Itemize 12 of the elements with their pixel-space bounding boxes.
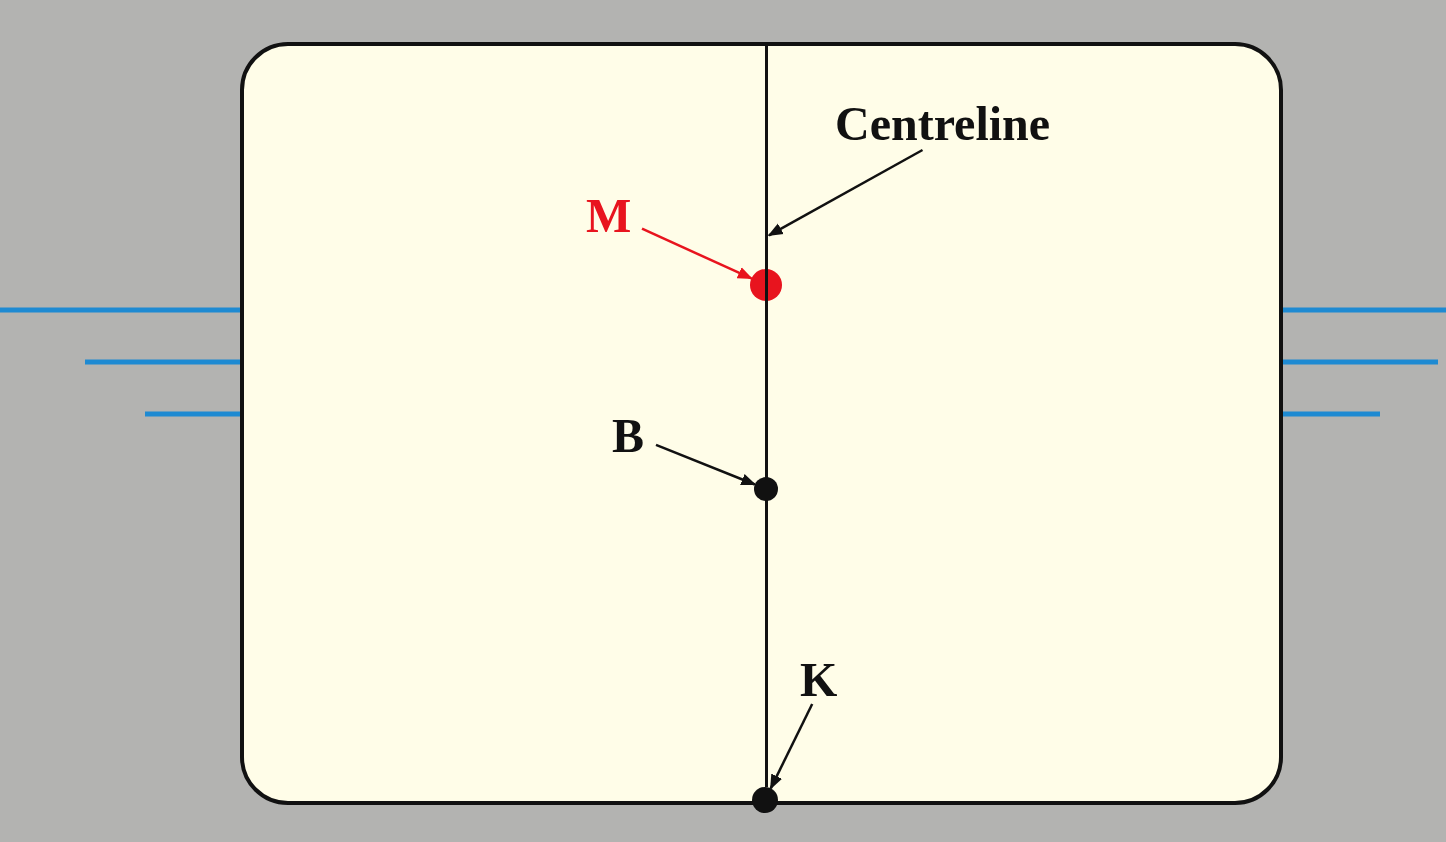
point-label: K (800, 656, 848, 704)
leader-arrow (769, 703, 814, 790)
point-label: M (586, 192, 642, 240)
point-label: Centreline (835, 100, 1100, 150)
leader-arrow (641, 227, 753, 280)
point-marker (752, 787, 778, 813)
point-label: B (612, 412, 656, 460)
centreline (765, 46, 768, 787)
leader-arrow (655, 443, 757, 486)
point-marker (754, 477, 778, 501)
leader-arrow (767, 148, 924, 237)
point-marker (750, 269, 782, 301)
